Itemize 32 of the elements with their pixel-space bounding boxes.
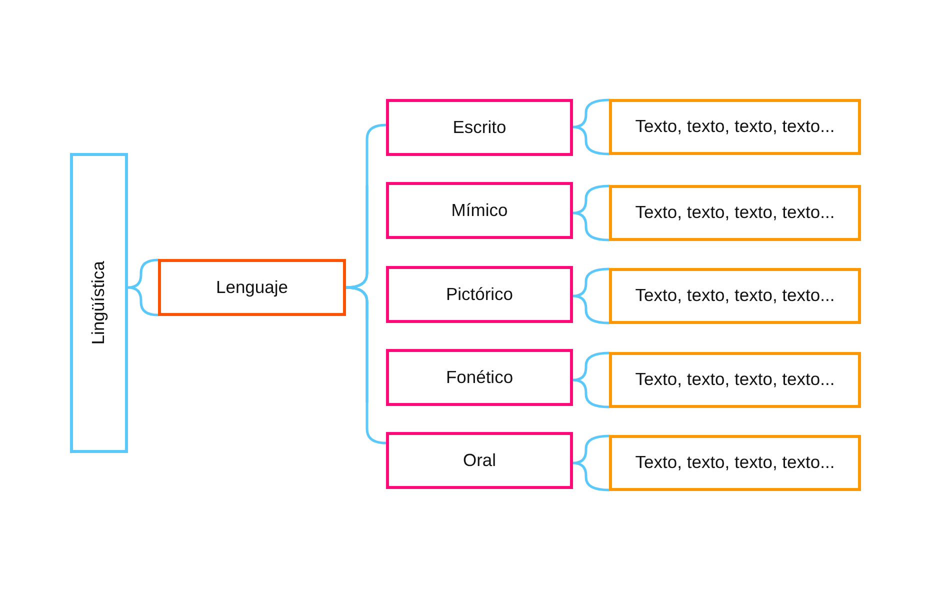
curly-brace-connector [126, 258, 160, 316]
description-box [609, 268, 861, 324]
vertical-topic-box [70, 153, 128, 453]
node-text: Lingüística [88, 261, 110, 345]
curly-brace-connector [572, 352, 610, 408]
description-box [609, 185, 861, 241]
description-box [609, 99, 861, 155]
category-box [386, 349, 573, 406]
node-text: Texto, texto, texto, texto... [635, 116, 835, 138]
node-text: Lenguaje [216, 276, 288, 298]
category-box [386, 99, 573, 156]
curly-brace-connector [572, 184, 610, 242]
description-box [609, 352, 861, 408]
node-text: Oral [462, 450, 496, 472]
curly-brace-connector [572, 434, 610, 492]
curly-brace-connector [344, 286, 388, 444]
category-box [386, 266, 573, 323]
curly-brace-connector [572, 98, 610, 156]
node-text: Texto, texto, texto, texto... [635, 285, 835, 307]
node-text: Texto, texto, texto, texto... [635, 202, 835, 224]
node-text: Texto, texto, texto, texto... [635, 452, 835, 474]
curly-brace-connector [344, 184, 368, 289]
category-box [386, 432, 573, 489]
node-text: Escrito [452, 116, 506, 138]
node-text: Texto, texto, texto, texto... [635, 369, 835, 391]
topic-box [158, 259, 346, 316]
node-text: Pictórico [446, 284, 514, 306]
curly-brace-connector [572, 268, 610, 324]
description-box [609, 435, 861, 491]
node-text: Mímico [451, 200, 508, 222]
node-text: Fonético [446, 366, 514, 388]
category-box [386, 182, 573, 239]
